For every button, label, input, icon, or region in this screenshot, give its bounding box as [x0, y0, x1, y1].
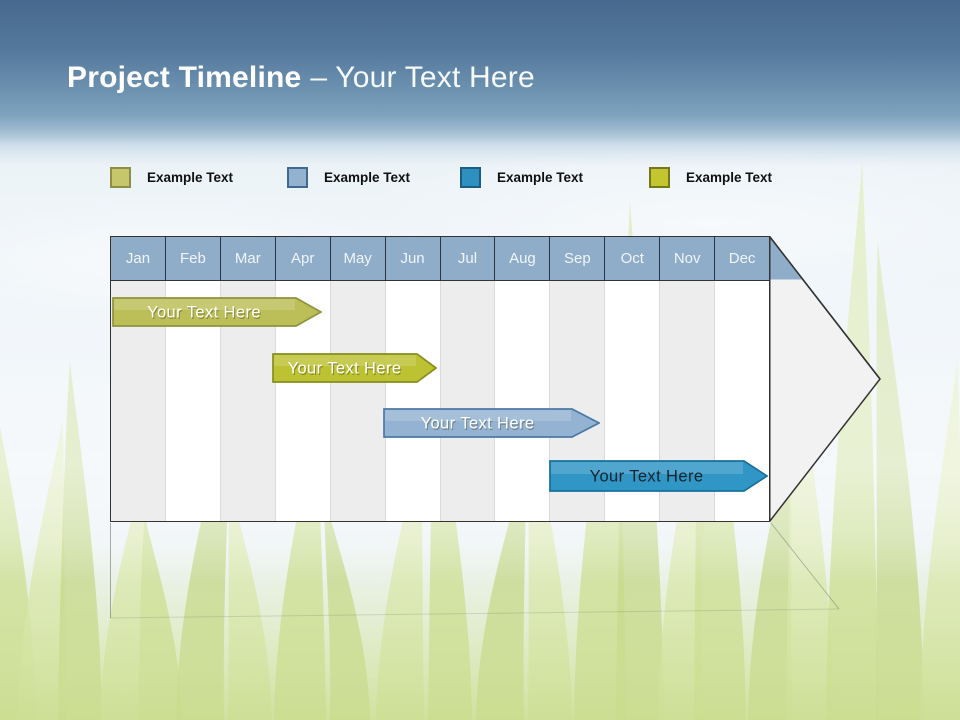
- task-bar-label: Your Text Here: [289, 361, 403, 379]
- month-header-cell[interactable]: Jan: [125, 250, 151, 267]
- month-header-cell[interactable]: Oct: [604, 237, 659, 280]
- month-header-cell[interactable]: Jun: [384, 237, 440, 280]
- legend-swatch: [460, 167, 481, 188]
- slide-title-main: Project Timeline: [67, 61, 302, 94]
- task-bar-label: Your Text Here: [590, 468, 704, 486]
- legend-swatch: [287, 167, 308, 188]
- task-bar-label: Your Text Here: [288, 360, 402, 378]
- month-grid-column: [494, 281, 550, 521]
- month-header-cell[interactable]: Feb: [164, 237, 220, 280]
- legend-label: Example Text: [324, 170, 411, 185]
- month-header-cell[interactable]: Jul: [439, 237, 495, 280]
- month-header-cell[interactable]: Apr: [274, 237, 330, 280]
- month-header-cell[interactable]: Sep: [549, 237, 604, 280]
- task-bar-label: Your Text Here: [147, 304, 261, 322]
- task-bar[interactable]: Your Text Here: [549, 460, 768, 492]
- slide-title-subtitle: – Your Text Here: [310, 61, 535, 94]
- month-header-cell[interactable]: Aug: [494, 237, 549, 280]
- legend-label: Example Text: [147, 170, 234, 185]
- month-header-cell[interactable]: Mar: [219, 237, 275, 280]
- month-grid-column: [439, 281, 495, 521]
- month-header-cell[interactable]: May: [329, 237, 385, 280]
- legend-swatch: [110, 167, 131, 188]
- legend-item[interactable]: Example Text: [649, 167, 772, 188]
- legend-swatch: [649, 167, 670, 188]
- legend-label: Example Text: [497, 170, 584, 185]
- legend-item[interactable]: Example Text: [287, 167, 410, 188]
- legend-item[interactable]: Example Text: [460, 167, 583, 188]
- month-grid-column: [384, 281, 440, 521]
- month-header-cell[interactable]: Dec: [714, 237, 769, 280]
- task-bar-label: Your Text Here: [422, 416, 536, 434]
- month-grid-column: [329, 281, 385, 521]
- task-bar-label: Your Text Here: [421, 415, 535, 433]
- legend-item[interactable]: Example Text: [110, 167, 233, 188]
- slide-title[interactable]: Project Timeline– Your Text Here: [67, 60, 535, 96]
- legend-label: Example Text: [686, 170, 773, 185]
- month-header-cell[interactable]: Nov: [659, 237, 714, 280]
- task-bar-label: Your Text Here: [148, 305, 262, 323]
